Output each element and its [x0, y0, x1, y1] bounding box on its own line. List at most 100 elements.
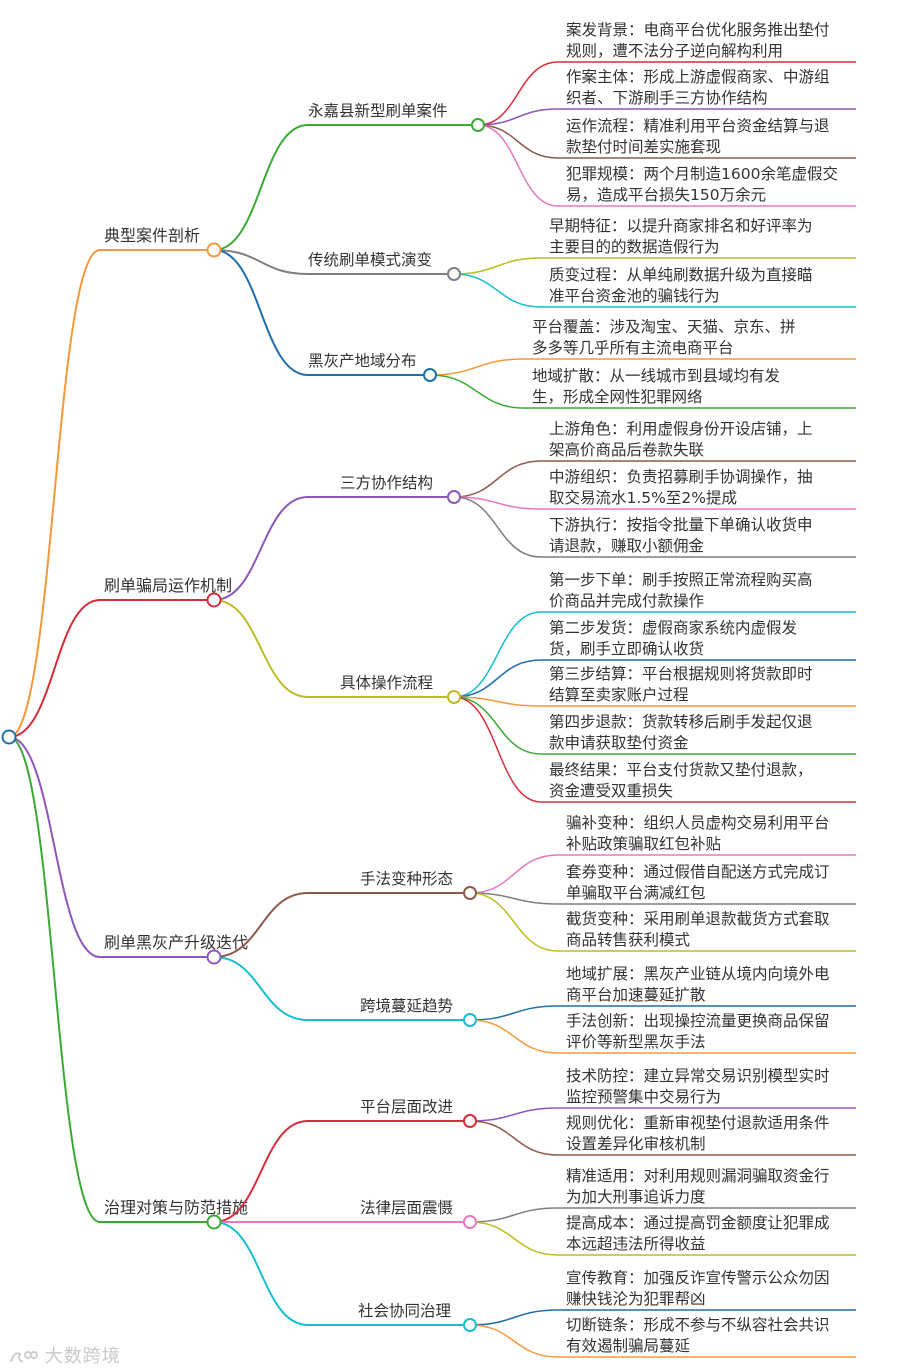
sub-branch-node-dot — [463, 1114, 477, 1128]
sub-branch-connector — [213, 892, 309, 958]
leaf-text: 上游角色：利用虚假身份开设店铺，上 — [549, 420, 813, 438]
leaf-text: 主要目的的数据造假行为 — [549, 238, 720, 256]
sub-branch-label: 平台层面改进 — [360, 1098, 453, 1116]
leaf-text: 赚快钱沦为犯罪帮凶 — [566, 1290, 706, 1308]
leaf-text: 截货变种：采用刷单退款截货方式套取 — [566, 910, 830, 928]
sub-branch-connector — [213, 249, 309, 376]
sub-branch-node-dot — [447, 267, 461, 281]
leaf-text: 监控预警集中交易行为 — [566, 1088, 721, 1106]
sub-branch-connector — [213, 1221, 309, 1326]
sub-branch-connector — [213, 956, 309, 1021]
leaf-text: 案发背景：电商平台优化服务推出垫付 — [566, 21, 830, 39]
branch-connector — [8, 599, 101, 738]
leaf-connector — [453, 611, 542, 698]
leaf-text: 补贴政策骗取红包补贴 — [566, 835, 721, 853]
sub-branch-node-dot — [447, 690, 461, 704]
branch-node-dot — [206, 1214, 222, 1230]
leaf-connector — [453, 257, 542, 275]
watermark-logo-icon — [10, 1351, 38, 1363]
branch-node-dot — [206, 949, 222, 965]
root-node-dot — [1, 729, 17, 745]
sub-branch-node-dot — [463, 1215, 477, 1229]
leaf-connector — [469, 1120, 559, 1156]
sub-branch-label: 黑灰产地域分布 — [308, 352, 417, 370]
leaf-text: 地域扩散：从一线城市到县域均有发 — [532, 367, 780, 385]
leaf-connector — [453, 696, 542, 803]
leaf-text: 地域扩展：黑灰产业链从境内向境外电 — [566, 964, 830, 983]
leaf-text: 准平台资金池的骗钱行为 — [549, 287, 720, 305]
leaf-text: 商平台加速蔓延扩散 — [566, 986, 706, 1004]
leaf-text: 有效遏制骗局蔓延 — [566, 1337, 690, 1355]
leaf-connector — [453, 496, 542, 558]
sub-branch-label: 法律层面震慑 — [360, 1199, 453, 1217]
leaf-text: 多多等几乎所有主流电商平台 — [532, 339, 734, 357]
leaf-connector — [469, 892, 559, 905]
sub-branch-connector — [213, 249, 309, 275]
branch-label: 刷单骗局运作机制 — [104, 576, 232, 595]
leaf-text: 取交易流水1.5%至2%提成 — [549, 489, 737, 507]
branch-connector — [8, 249, 101, 738]
leaf-text: 商品转售获利模式 — [566, 931, 690, 949]
leaf-text: 作案主体：形成上游虚假商家、中游组 — [566, 68, 830, 86]
sub-branch-label: 社会协同治理 — [358, 1302, 451, 1320]
leaf-connector — [469, 1324, 559, 1358]
branch-connector — [8, 736, 101, 1223]
leaf-connector — [477, 108, 559, 126]
leaf-text: 平台覆盖：涉及淘宝、天猫、京东、拼 — [532, 318, 796, 336]
leaf-text: 资金遭受双重损失 — [549, 782, 674, 800]
leaf-text: 规则优化：重新审视垫付退款适用条件 — [566, 1114, 830, 1132]
leaf-text: 下游执行：按指令批量下单确认收货申 — [549, 516, 813, 534]
leaf-connector — [453, 460, 542, 498]
branch-label: 典型案件剖析 — [104, 226, 200, 245]
branch-label: 治理对策与防范措施 — [104, 1198, 248, 1217]
sub-branch-connector — [213, 1120, 309, 1223]
leaf-text: 质变过程：从单纯刷数据升级为直接瞄 — [549, 266, 813, 284]
leaf-text: 提高成本：通过提高罚金额度让犯罪成 — [566, 1214, 830, 1232]
leaf-connector — [477, 124, 559, 159]
leaf-text: 请退款，赚取小额佣金 — [549, 537, 705, 555]
leaf-text: 运作流程：精准利用平台资金结算与退 — [566, 116, 830, 135]
leaf-connector — [453, 273, 542, 308]
leaf-text: 规则，遭不法分子逆向解构利用 — [566, 42, 783, 60]
leaf-text: 易，造成平台损失150万余元 — [566, 185, 766, 204]
leaf-text: 技术防控：建立异常交易识别模型实时 — [566, 1067, 830, 1085]
sub-branch-node-dot — [463, 1013, 477, 1027]
leaf-connector — [469, 1309, 559, 1326]
sub-branch-label: 传统刷单模式演变 — [308, 251, 432, 269]
leaf-text: 犯罪规模：两个月制造1600余笔虚假交 — [566, 164, 838, 183]
leaf-connector — [453, 659, 542, 698]
leaf-text: 结算至卖家账户过程 — [549, 685, 689, 704]
branch-label: 刷单黑灰产升级迭代 — [104, 933, 248, 952]
leaf-text: 评价等新型黑灰手法 — [566, 1033, 706, 1051]
leaf-text: 宣传教育：加强反诈宣传警示公众勿因 — [566, 1269, 830, 1287]
leaf-connector — [429, 358, 525, 376]
sub-branch-label: 跨境蔓延趋势 — [360, 996, 453, 1015]
leaf-text: 精准适用：对利用规则漏洞骗取资金行 — [566, 1167, 830, 1185]
sub-branch-node-dot — [447, 490, 461, 504]
watermark-text: 大数跨境 — [44, 1346, 121, 1367]
leaf-connector — [469, 1207, 559, 1223]
leaf-text: 第二步发货：虚假商家系统内虚假发 — [549, 619, 797, 637]
leaf-connector — [469, 892, 559, 952]
sub-branch-connector — [213, 599, 309, 698]
leaf-text: 款申请获取垫付资金 — [549, 734, 689, 752]
watermark: 大数跨境 — [8, 1342, 121, 1368]
leaf-text: 骗补变种：组织人员虚构交易利用平台 — [566, 814, 830, 832]
branch-node-dot — [206, 242, 222, 258]
sub-branch-node-dot — [423, 368, 437, 382]
leaf-text: 架高价商品后卷款失联 — [549, 441, 704, 459]
leaf-text: 第四步退款：货款转移后刷手发起仅退 — [549, 713, 813, 731]
sub-branch-label: 具体操作流程 — [340, 674, 433, 692]
leaf-connector — [469, 854, 559, 894]
leaf-connector — [453, 696, 542, 755]
branch-node-dot — [206, 592, 222, 608]
leaf-text: 织者、下游刷手三方协作结构 — [566, 89, 768, 107]
leaf-connector — [453, 496, 542, 510]
leaf-text: 生，形成全网性犯罪网络 — [532, 388, 703, 406]
sub-branch-label: 三方协作结构 — [340, 474, 433, 492]
leaf-text: 设置差异化审核机制 — [566, 1135, 706, 1153]
leaf-text: 套券变种：通过假借自配送方式完成订 — [566, 863, 830, 881]
sub-branch-node-dot — [471, 118, 485, 132]
sub-branch-node-dot — [463, 886, 477, 900]
leaf-connector — [477, 61, 559, 126]
